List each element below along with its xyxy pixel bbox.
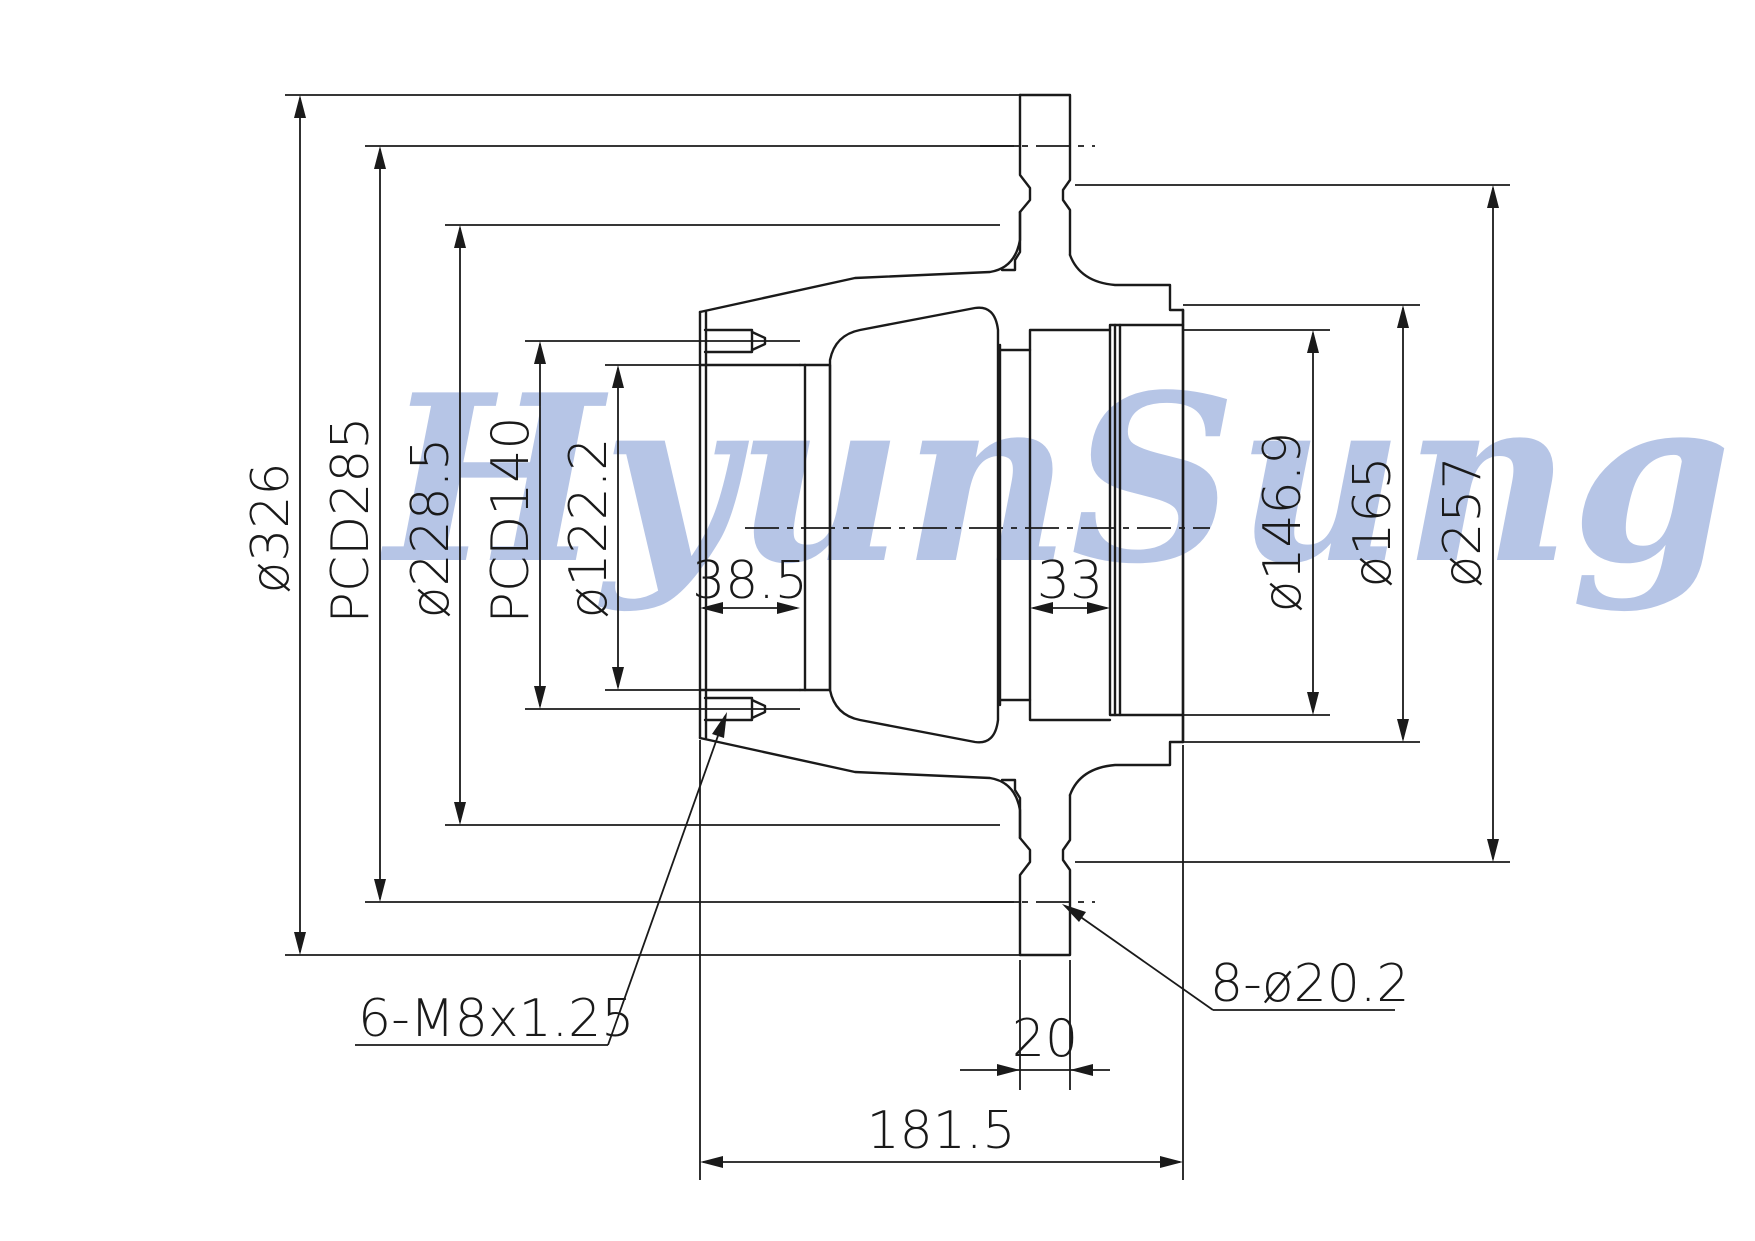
extension-lines (285, 94, 1510, 1180)
dim-d122-2: ø122.2 (559, 438, 619, 619)
dim-38-5: 38.5 (692, 551, 808, 611)
watermark-text: HyunSung (379, 345, 1732, 615)
dim-33: 33 (1037, 551, 1103, 611)
dim-holes-callout: 8-ø20.2 (1210, 954, 1409, 1014)
dim-181-5: 181.5 (867, 1101, 1016, 1161)
dim-d228-5: ø228.5 (401, 438, 461, 619)
dim-d165: ø165 (1343, 456, 1403, 587)
dim-20: 20 (1012, 1009, 1078, 1069)
dimension-labels: ø326 PCD285 ø228.5 PCD140 ø122.2 38.5 33… (241, 417, 1493, 1161)
dim-d326: ø326 (241, 462, 301, 593)
dim-d257: ø257 (1433, 456, 1493, 587)
dim-thread-callout: 6-M8x1.25 (358, 989, 634, 1049)
dimension-lines (294, 95, 1499, 1168)
dim-d146-9: ø146.9 (1253, 432, 1313, 613)
part-outline (698, 93, 1185, 957)
watermark: HyunSung (379, 345, 1732, 615)
dim-pcd285: PCD285 (321, 417, 381, 624)
dim-pcd140: PCD140 (481, 417, 541, 624)
